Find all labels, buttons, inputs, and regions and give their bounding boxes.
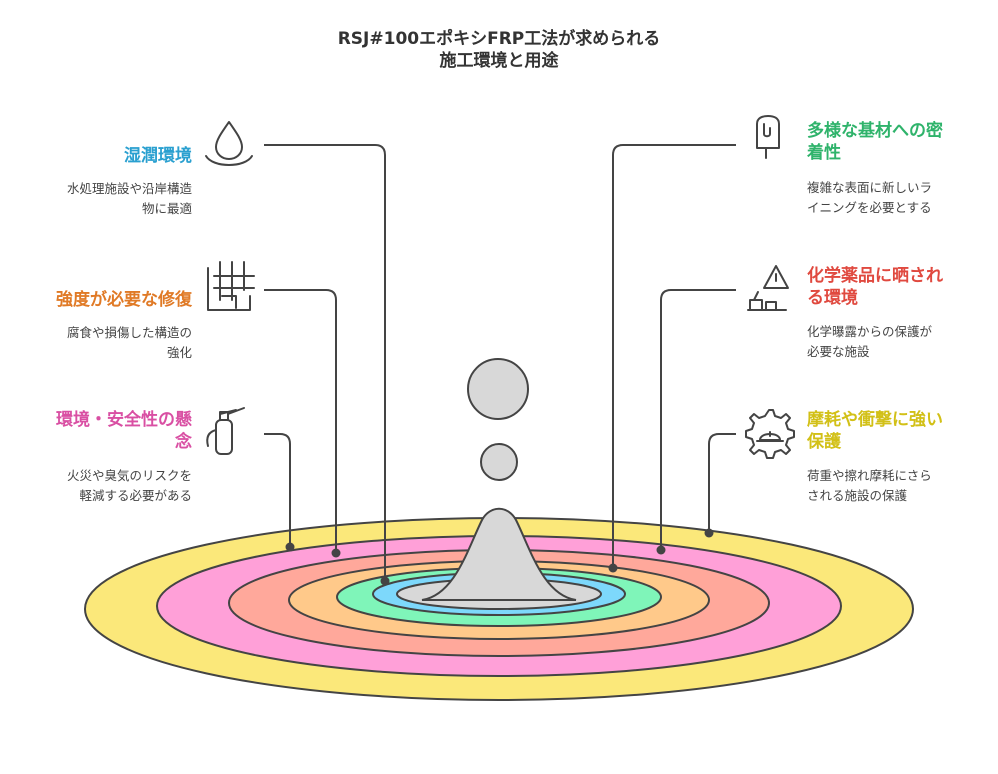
connector-dot-wear bbox=[704, 528, 714, 538]
description-wear-line-1: 荷重や擦れ摩耗にさら bbox=[807, 468, 932, 483]
description-adhesion-line-2: イニングを必要とする bbox=[807, 200, 932, 215]
description-safety-line-2: 軽減する必要がある bbox=[79, 488, 192, 503]
description-wet-line-2: 物に最適 bbox=[141, 201, 192, 216]
heading-adhesion: 多様な基材への密着性 bbox=[807, 120, 943, 164]
connector-safety bbox=[264, 433, 291, 547]
connector-dot-strength bbox=[331, 548, 341, 558]
description-chemical-line-2: 必要な施設 bbox=[807, 344, 870, 359]
description-chemical: 化学曝露からの保護が必要な施設 bbox=[807, 322, 932, 362]
heading-adhesion-line-2: 着性 bbox=[807, 143, 841, 163]
page-title-line-2: 施工環境と用途 bbox=[439, 51, 559, 71]
connector-dots bbox=[285, 528, 714, 586]
description-adhesion: 複雑な表面に新しいライニングを必要とする bbox=[807, 178, 932, 218]
connector-dot-chemical bbox=[656, 545, 666, 555]
drop-small bbox=[480, 443, 518, 481]
splash-peak bbox=[421, 507, 577, 601]
connectors bbox=[264, 144, 736, 581]
description-wear: 荷重や擦れ摩耗にさらされる施設の保護 bbox=[807, 466, 932, 506]
description-wear-line-2: される施設の保護 bbox=[807, 488, 908, 503]
description-adhesion-line-1: 複雑な表面に新しいラ bbox=[807, 180, 933, 195]
heading-adhesion-line-1: 多様な基材への密 bbox=[807, 121, 943, 141]
connector-adhesion bbox=[612, 144, 736, 568]
ice-pop-icon bbox=[756, 115, 780, 159]
page-title-line-1: RSJ#100エポキシFRP工法が求められる bbox=[337, 29, 661, 49]
structure-repair-icon bbox=[207, 261, 255, 311]
connector-dot-safety bbox=[285, 542, 295, 552]
description-strength: 腐食や損傷した構造の強化 bbox=[67, 323, 192, 363]
description-wet: 水処理施設や沿岸構造物に最適 bbox=[67, 179, 192, 219]
drop-large bbox=[467, 358, 529, 420]
heading-wear-line-2: 保護 bbox=[807, 432, 841, 452]
heading-wear-line-1: 摩耗や衝撃に強い bbox=[807, 410, 943, 430]
description-strength-line-1: 腐食や損傷した構造の bbox=[66, 325, 192, 340]
gear-helmet-icon bbox=[745, 409, 795, 459]
description-wet-line-1: 水処理施設や沿岸構造 bbox=[66, 181, 192, 196]
heading-safety-line-1: 環境・安全性の懸 bbox=[56, 410, 192, 430]
description-chemical-line-1: 化学曝露からの保護が bbox=[807, 324, 933, 339]
heading-wear: 摩耗や衝撃に強い保護 bbox=[807, 409, 943, 453]
heading-wet-line-1: 湿潤環境 bbox=[124, 146, 192, 166]
heading-strength: 強度が必要な修復 bbox=[56, 289, 192, 311]
heading-safety-line-2: 念 bbox=[175, 432, 192, 452]
heading-safety: 環境・安全性の懸念 bbox=[56, 409, 192, 453]
connector-chemical bbox=[660, 289, 736, 550]
connector-wear bbox=[708, 433, 736, 533]
heading-chemical-line-1: 化学薬品に晒され bbox=[807, 266, 943, 286]
heading-chemical-line-2: る環境 bbox=[807, 288, 858, 308]
heading-strength-line-1: 強度が必要な修復 bbox=[56, 290, 192, 310]
heading-chemical: 化学薬品に晒される環境 bbox=[807, 265, 943, 309]
chemical-warning-icon bbox=[747, 265, 789, 311]
water-drop-icon bbox=[205, 121, 253, 166]
connector-dot-adhesion bbox=[608, 563, 618, 573]
connector-wet bbox=[264, 144, 386, 581]
heading-wet: 湿潤環境 bbox=[124, 145, 192, 167]
ring-group bbox=[84, 517, 914, 701]
fire-extinguisher-icon bbox=[206, 407, 245, 455]
description-safety: 火災や臭気のリスクを軽減する必要がある bbox=[67, 466, 192, 506]
connector-dot-wet bbox=[380, 576, 390, 586]
description-strength-line-2: 強化 bbox=[166, 345, 192, 360]
description-safety-line-1: 火災や臭気のリスクを bbox=[66, 468, 192, 483]
connector-strength bbox=[264, 289, 337, 553]
